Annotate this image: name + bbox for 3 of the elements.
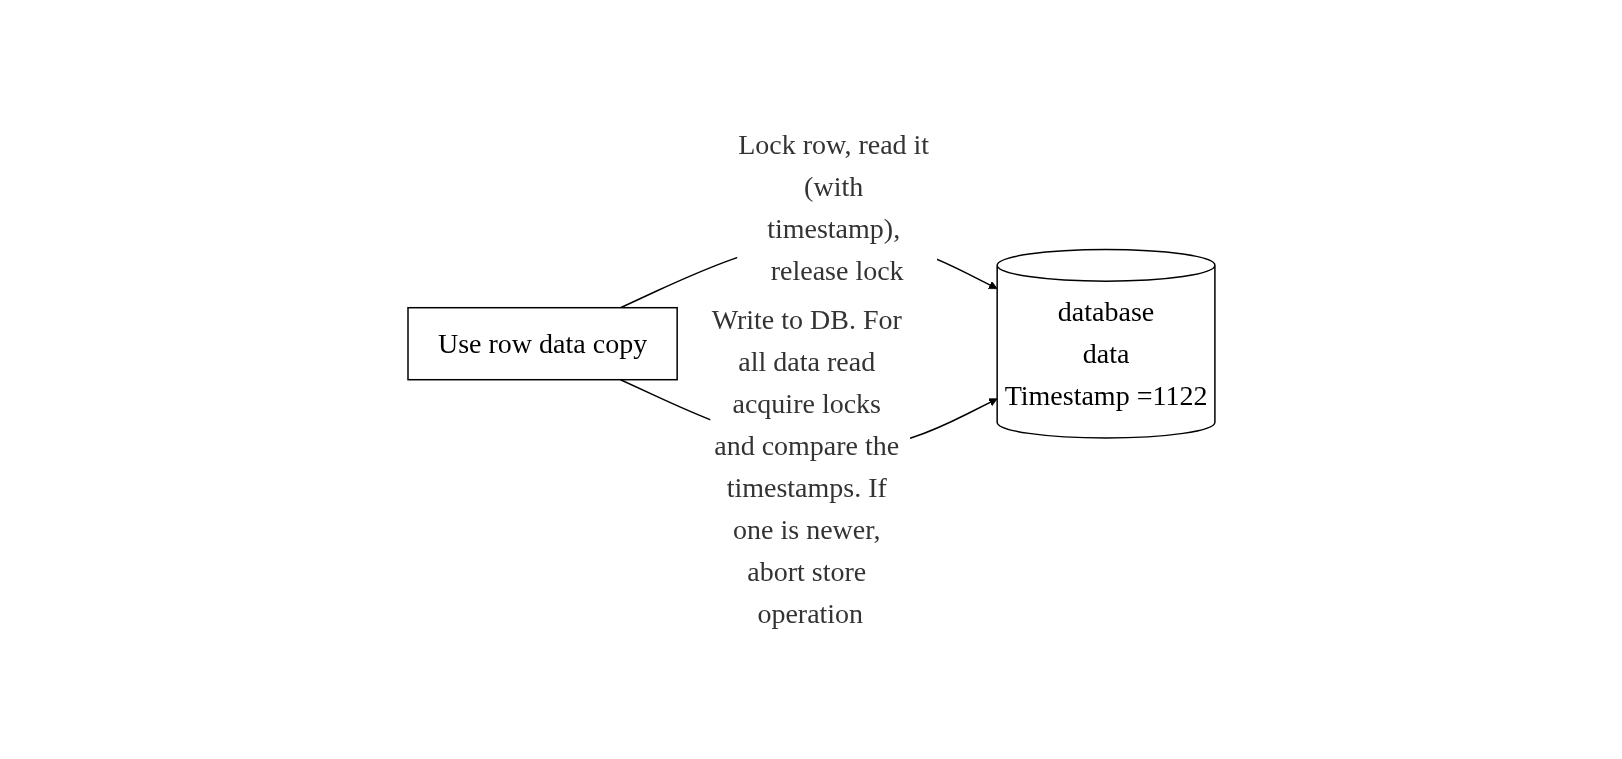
edge-label: Lock row, read it (with timestamp), release lock [737, 128, 929, 286]
node-box: Use row data copy [406, 306, 678, 381]
edge-label: Write to DB. For all data read acquire locks and compare the timestamps. If one is newer, abort store operation [711, 304, 902, 630]
